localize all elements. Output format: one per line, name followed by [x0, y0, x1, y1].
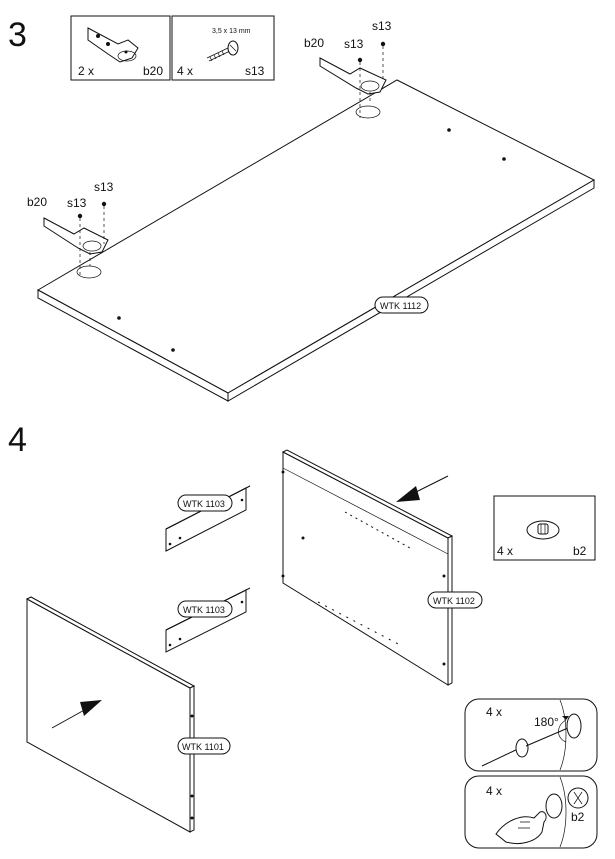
board-tag: WTK 1112 [380, 301, 421, 311]
hinge-right-screw-a: s13 [344, 37, 364, 51]
parts-box-screw: 3,5 x 13 mm 4 x s13 [171, 15, 275, 81]
cam-code: b2 [573, 544, 587, 558]
hinge-right: b20 s13 s13 [304, 19, 392, 118]
screw-spec: 3,5 x 13 mm [212, 28, 251, 35]
step-3-number: 3 [8, 16, 27, 54]
side-panel-tag: WTK 1101 [182, 742, 224, 752]
detail-rotate: 4 x 180° [464, 698, 598, 772]
screw-qty: 4 x [177, 64, 193, 78]
screw-icon [206, 40, 239, 62]
rail-bottom-tag: WTK 1103 [183, 605, 225, 615]
rail-top-wtk-1103: WTK 1103 [165, 485, 251, 552]
side-panel-wtk-1101: WTK 1101 [25, 596, 231, 833]
cam-qty: 4 x [497, 544, 513, 558]
press-qty: 4 x [486, 784, 502, 798]
hinge-right-screw-b: s13 [372, 19, 392, 33]
hinge-icon [87, 27, 139, 63]
back-panel-wtk-1102: WTK 1102 [281, 449, 483, 686]
step-4-number: 4 [8, 421, 27, 459]
screwdriver-icon [481, 713, 582, 767]
rail-top-tag: WTK 1103 [183, 499, 225, 509]
back-panel-tag: WTK 1102 [433, 596, 475, 606]
hinge-code: b20 [143, 64, 163, 78]
hinge-left: b20 s13 s13 [27, 180, 114, 276]
hinge-left-code: b20 [27, 195, 47, 209]
rail-bottom-wtk-1103: WTK 1103 [165, 587, 251, 653]
arrow-back-panel-icon [396, 475, 449, 502]
arrow-side-panel-icon [51, 700, 102, 729]
press-code: b2 [571, 810, 585, 824]
rotate-arrow-icon [558, 716, 569, 743]
detail-press: 4 x b2 [464, 775, 598, 849]
parts-box-hinge: 2 x b20 [70, 15, 171, 81]
hinge-left-screw-b: s13 [94, 180, 114, 194]
hand-icon [495, 811, 547, 845]
hinge-qty: 2 x [78, 64, 94, 78]
board-wtk-1112: WTK 1112 [36, 79, 596, 402]
hinge-right-code: b20 [304, 36, 324, 50]
rotate-qty: 4 x [486, 705, 502, 719]
rotate-angle: 180° [534, 715, 559, 729]
cam-parts-box: 4 x b2 [493, 495, 596, 561]
cam-lock-hole-icon [567, 787, 589, 809]
hinge-left-screw-a: s13 [67, 196, 87, 210]
cam-lock-icon [526, 520, 560, 540]
screw-code: s13 [245, 64, 265, 78]
